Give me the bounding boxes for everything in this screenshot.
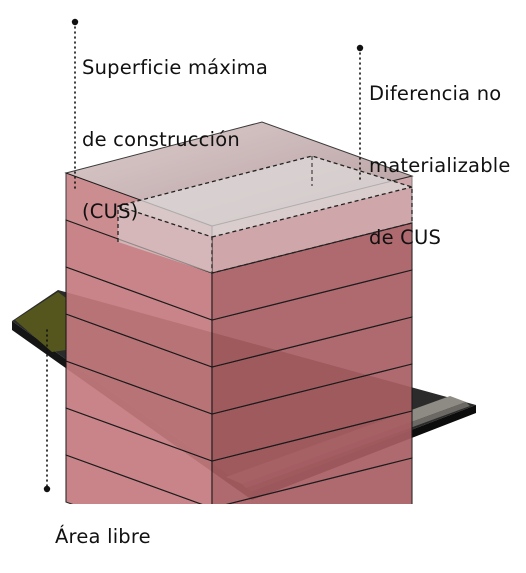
leader-dot-area-libre [43,485,51,493]
ghost-top-face [118,156,412,237]
label-cus-diff-line-1: Diferencia no [369,82,502,105]
label-area-libre-text: Área libre [55,525,151,548]
ghost-ridge [211,186,413,238]
leader-dot-cus-max [71,18,79,26]
ghost-outline [117,155,413,274]
label-area-libre: Área libre [55,477,151,573]
ghost-front-face [118,206,212,273]
label-cus-diff: Diferencia no materializable de CUS [369,34,511,274]
label-cus-max-line-1: Superficie máxima [82,56,268,79]
label-cus-max-line-2: de construcción [82,128,240,151]
leader-lines [46,21,361,489]
label-cus-max-line-3: (CUS) [82,200,139,223]
label-cus-diff-line-2: materializable [369,154,511,177]
label-cus-max: Superficie máxima de construcción (CUS) [82,8,268,248]
cus-diagram [12,18,476,504]
leader-dot-cus-diff [356,44,364,52]
cus-upper-volume [64,121,414,274]
open-area-green [15,292,66,352]
built-floors [65,219,413,504]
label-cus-diff-line-3: de CUS [369,226,442,249]
